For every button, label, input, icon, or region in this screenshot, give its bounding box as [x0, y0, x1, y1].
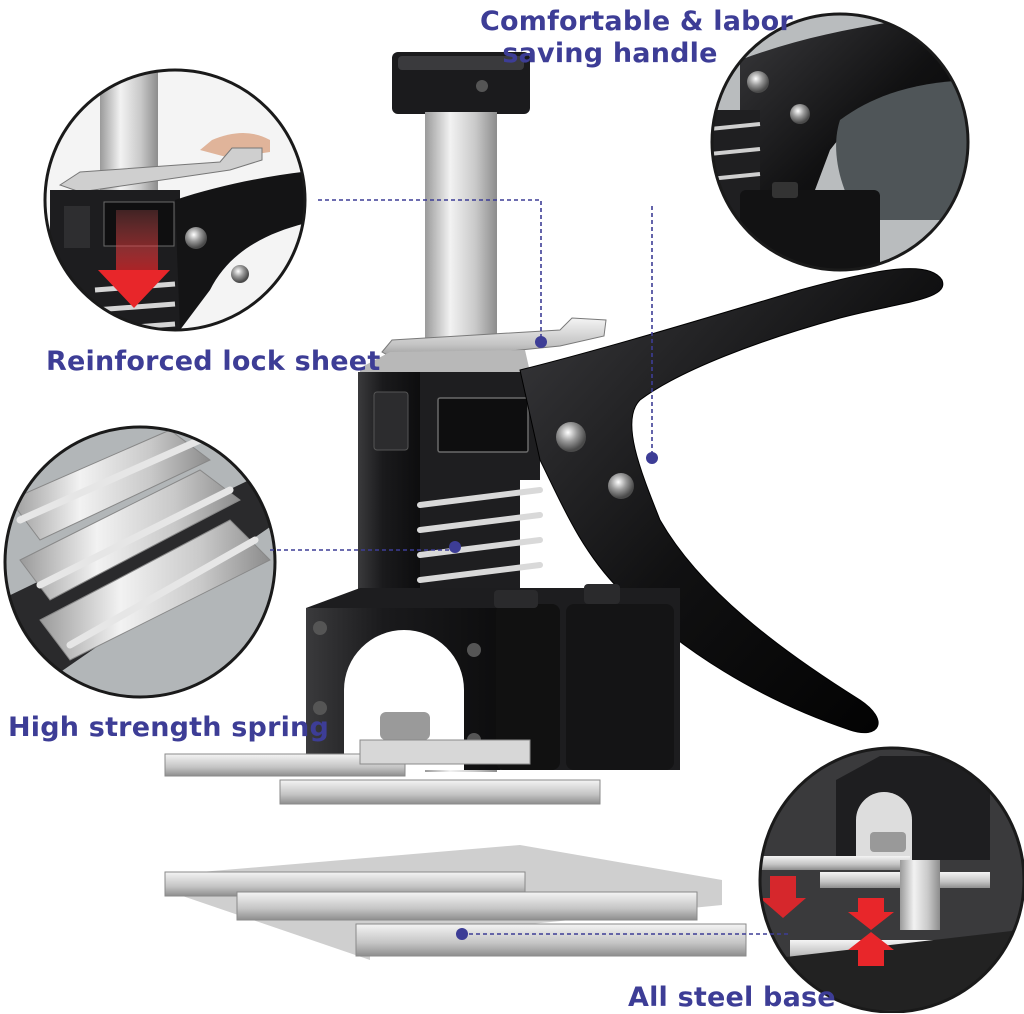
- leader-lines: [270, 199, 790, 935]
- callout-handle-label: Comfortable & labor saving handle: [480, 6, 793, 70]
- callout-base-label: All steel base: [628, 982, 836, 1013]
- detail-handle: [710, 12, 970, 272]
- callout-handle-line1: Comfortable & labor: [480, 6, 793, 37]
- callout-handle-line2: saving handle: [502, 38, 718, 69]
- detail-base: [758, 746, 1024, 1013]
- lifter-tool: [164, 52, 944, 960]
- callout-lock-label: Reinforced lock sheet: [46, 346, 381, 377]
- detail-spring: [3, 425, 277, 699]
- callout-spring-label: High strength spring: [8, 712, 329, 743]
- leader-dots: [449, 336, 658, 940]
- detail-lock-sheet: [43, 68, 307, 332]
